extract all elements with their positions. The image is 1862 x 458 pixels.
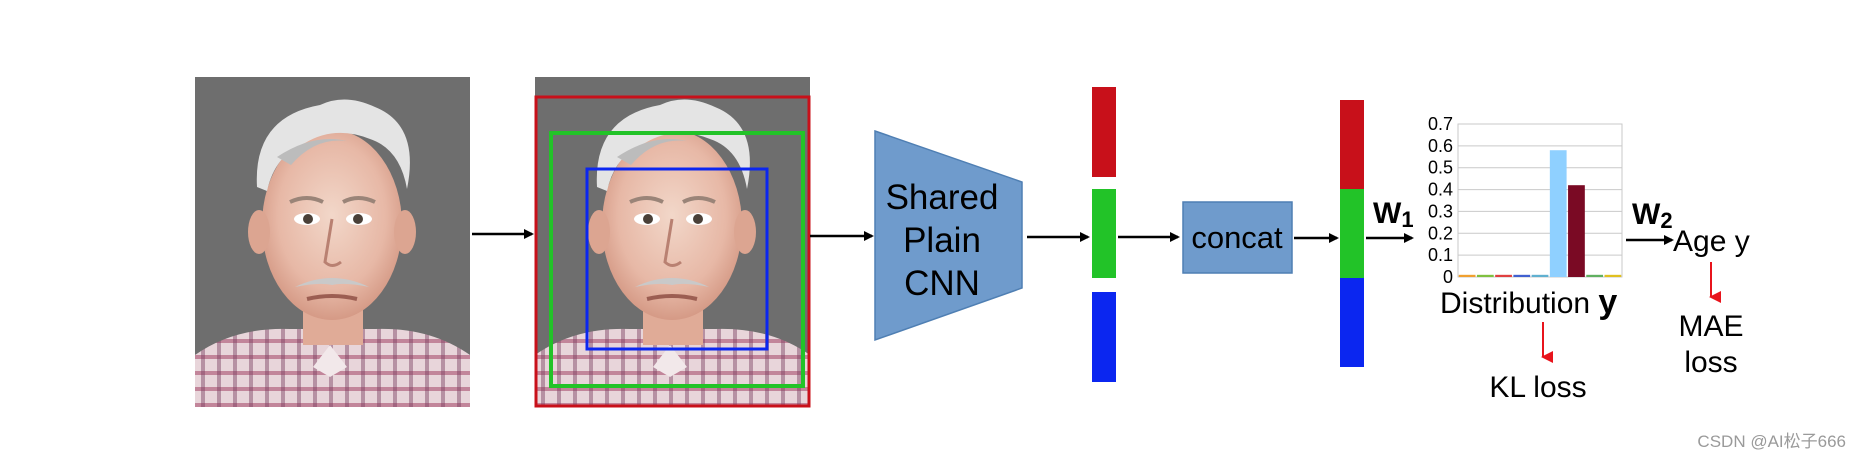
cnn-label-line-1: Shared xyxy=(886,178,999,217)
chart-bar xyxy=(1476,274,1494,277)
chart-ytick-label: 0.6 xyxy=(1428,136,1453,156)
concat-block xyxy=(1182,201,1293,274)
chart-bar xyxy=(1495,274,1512,277)
crop-box-green xyxy=(549,131,805,388)
chart-bar xyxy=(1458,274,1476,277)
concat-label: concat xyxy=(1191,220,1283,255)
crop-box-blue xyxy=(585,167,769,351)
input-face-photo xyxy=(193,75,472,409)
mae-loss-line-1: MAE xyxy=(1678,310,1743,343)
chart-ytick-label: 0 xyxy=(1443,267,1453,287)
concat-bar-blue xyxy=(1340,278,1364,367)
chart-bar xyxy=(1531,274,1549,277)
w2-label: W2 xyxy=(1632,198,1673,233)
chart-ytick-label: 0.5 xyxy=(1428,158,1453,178)
age-label: Age y xyxy=(1673,225,1750,258)
feature-bar-green xyxy=(1092,189,1116,278)
crop-box-red xyxy=(534,95,811,408)
watermark: CSDN @AI松子666 xyxy=(1697,432,1846,451)
concat-bar-red xyxy=(1340,100,1364,189)
cnn-label-line-3: CNN xyxy=(904,264,980,303)
distribution-chart: 00.10.20.30.40.50.60.7 xyxy=(1428,114,1623,287)
chart-bar xyxy=(1586,274,1604,277)
cropped-face-photo xyxy=(533,75,812,409)
feature-bar-blue xyxy=(1092,292,1116,382)
feature-bar-red xyxy=(1092,87,1116,177)
chart-ytick-label: 0.7 xyxy=(1428,114,1453,134)
concat-bar-green xyxy=(1340,189,1364,278)
chart-bar xyxy=(1604,274,1622,277)
chart-ytick-label: 0.1 xyxy=(1428,245,1453,265)
cnn-label-line-2: Plain xyxy=(903,221,981,260)
chart-ytick-label: 0.3 xyxy=(1428,201,1453,221)
chart-ytick-label: 0.4 xyxy=(1428,180,1453,200)
chart-ytick-label: 0.2 xyxy=(1428,223,1453,243)
chart-bar xyxy=(1513,274,1531,277)
distribution-label: Distribution y xyxy=(1440,283,1617,321)
chart-plot-area xyxy=(1457,123,1623,278)
w1-label: W1 xyxy=(1373,197,1414,232)
kl-loss-label: KL loss xyxy=(1489,371,1586,404)
chart-bar xyxy=(1568,185,1585,277)
shared-cnn-block xyxy=(874,129,1023,342)
mae-loss-line-2: loss xyxy=(1684,346,1737,379)
chart-bar xyxy=(1549,150,1567,277)
